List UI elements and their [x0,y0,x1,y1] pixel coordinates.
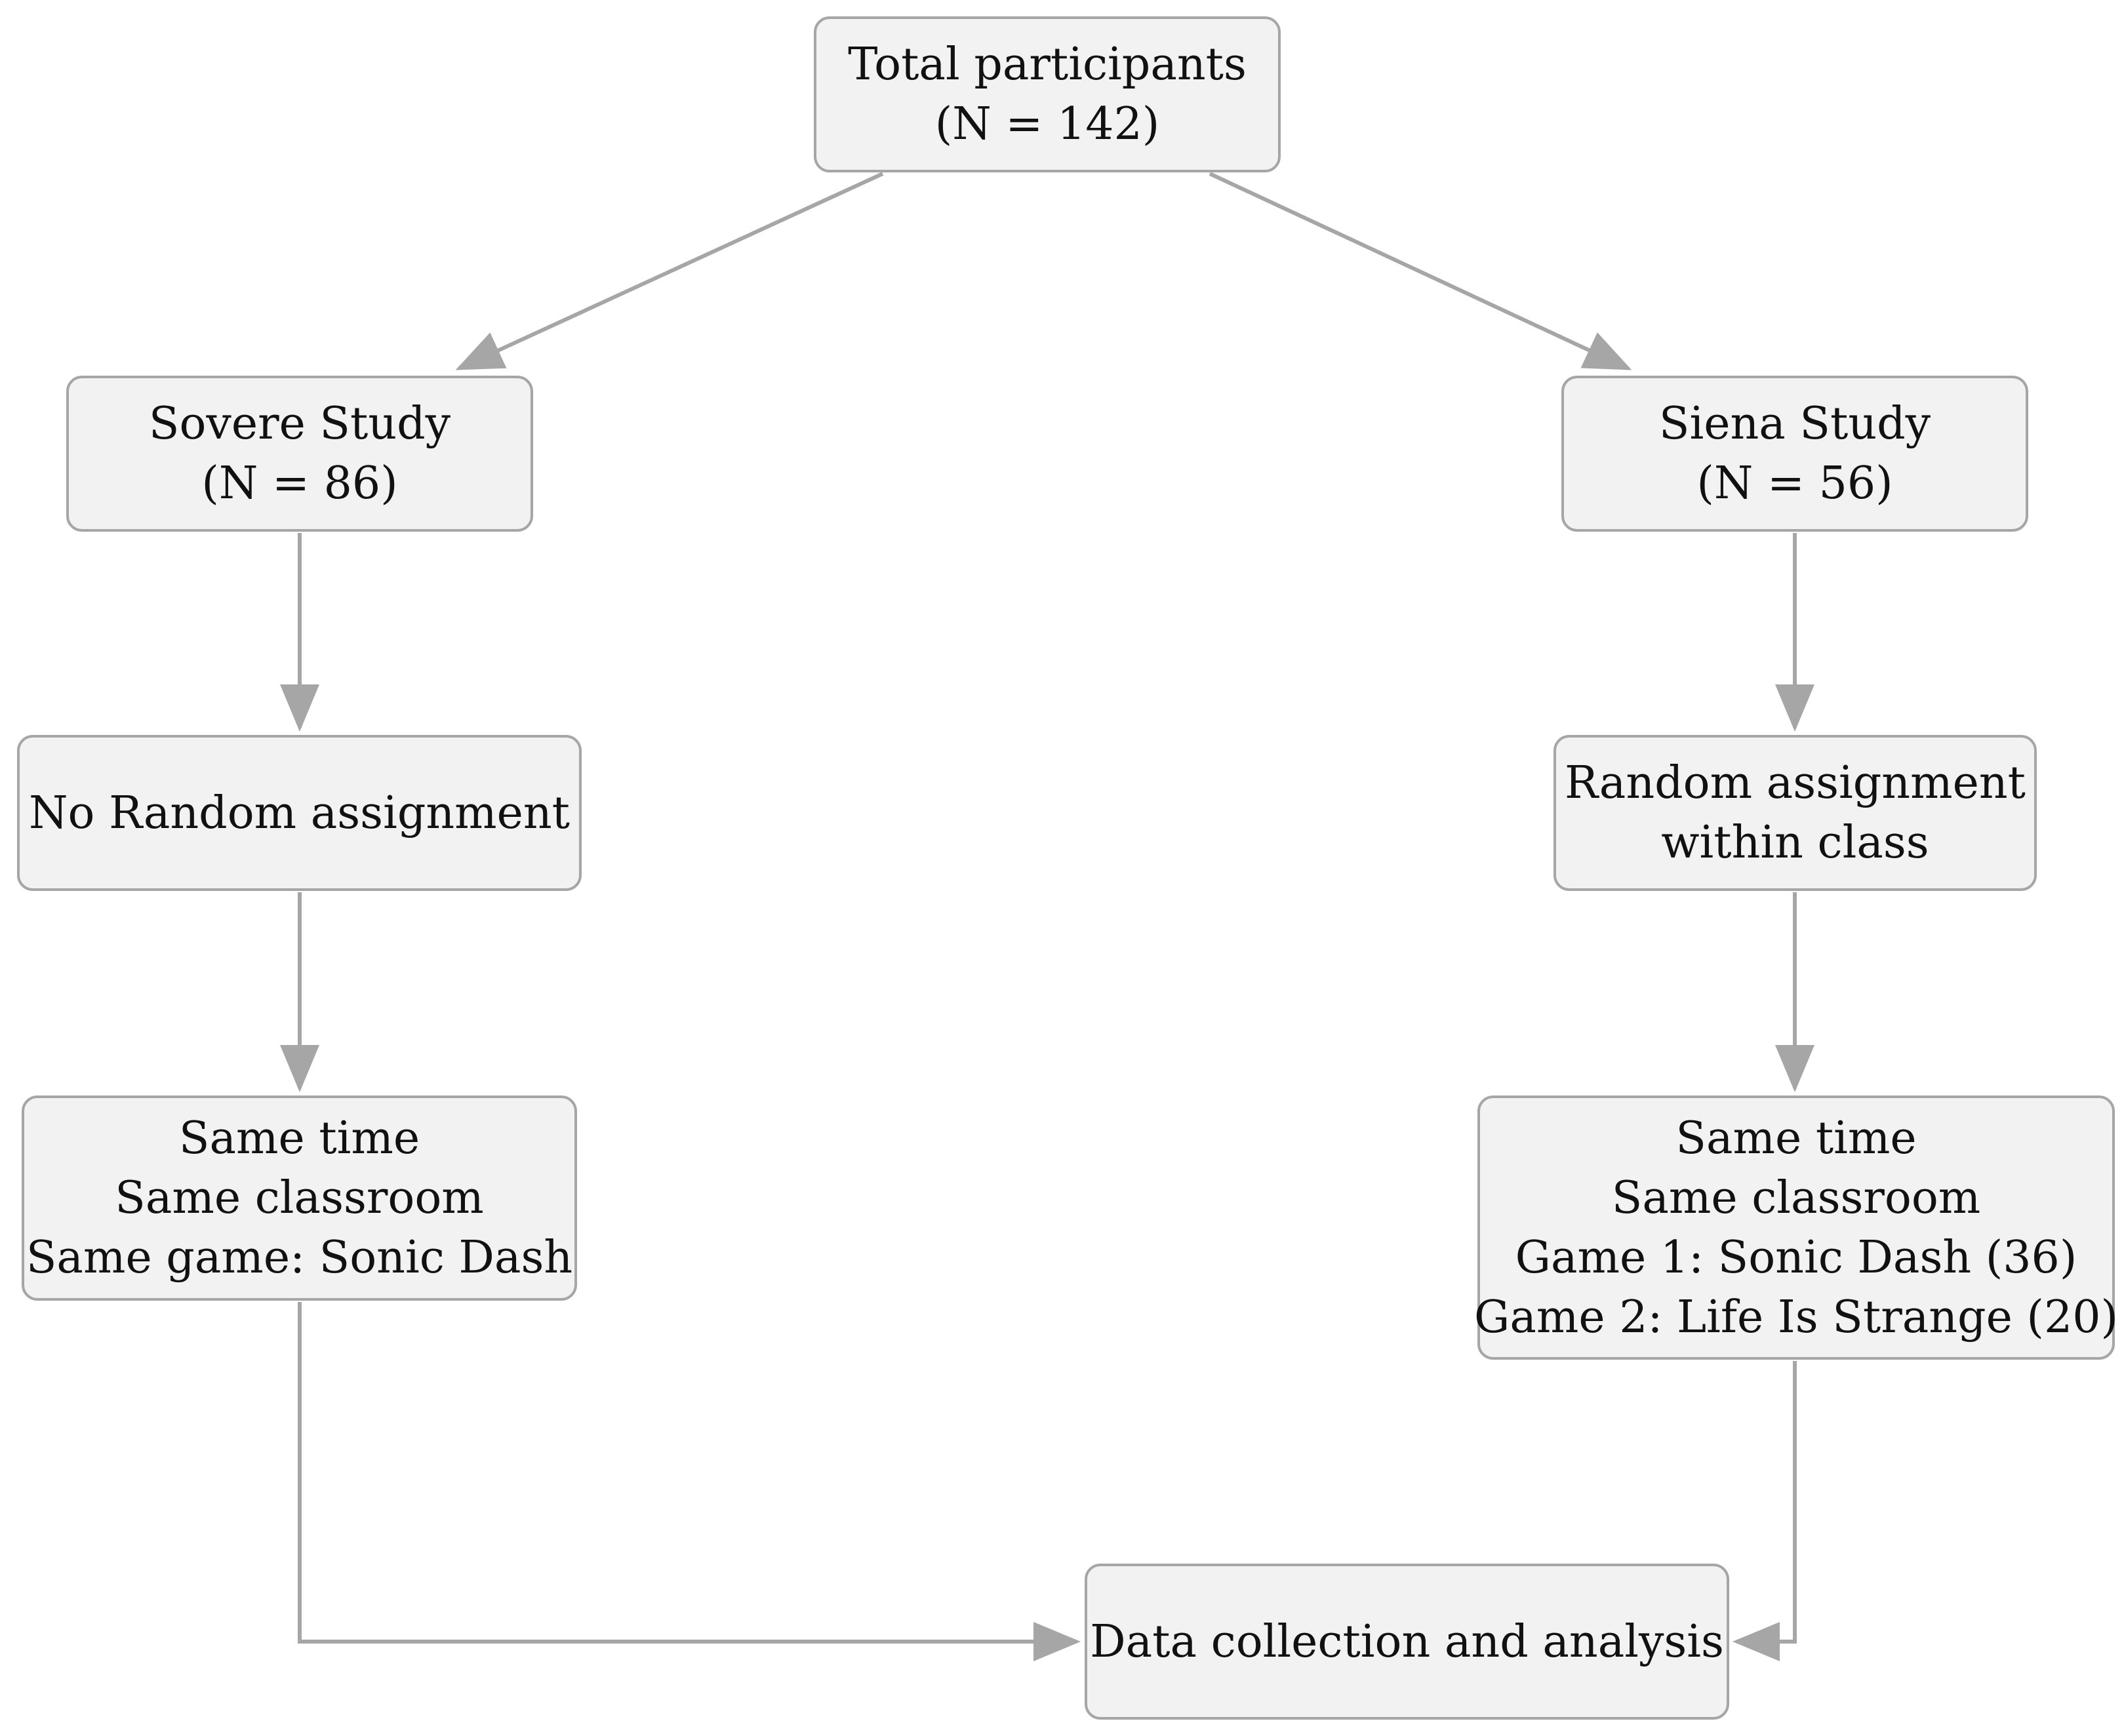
node-siena-conditions: Same time Same classroom Game 1: Sonic D… [1474,1095,2119,1360]
node-text-line: Game 1: Sonic Dash (36) [1515,1231,2077,1284]
node-text-line: Sovere Study [148,398,451,450]
node-text-line: Same classroom [115,1172,484,1224]
node-text-line: (N = 86) [201,458,398,509]
node-text-line: (N = 56) [1696,458,1893,509]
node-text-line: Same time [178,1113,420,1164]
node-siena-study: Siena Study (N = 56) [1561,376,2028,532]
edge-siena-conditions-to-data [1733,1361,1797,1661]
node-total-participants: Total participants (N = 142) [814,16,1281,172]
node-text-line: Total participants [848,39,1247,90]
edge-total-to-sovere [455,172,884,370]
node-sovere-conditions: Same time Same classroom Same game: Soni… [22,1095,577,1301]
node-random-assignment: Random assignment within class [1553,735,2037,891]
node-text-line: Same time [1675,1112,1917,1164]
node-text-line: within class [1661,817,1929,869]
node-text-line: (N = 142) [934,98,1160,150]
node-data-collection: Data collection and analysis [1085,1564,1729,1720]
node-text-line: No Random assignment [29,787,570,839]
node-text-line: Same classroom [1611,1172,1981,1224]
node-text-line: Game 2: Life Is Strange (20) [1474,1291,2119,1343]
node-text-line: Data collection and analysis [1090,1615,1724,1668]
edge-sovere-conditions-to-data [298,1302,1081,1661]
node-no-random-assignment: No Random assignment [17,735,582,891]
node-sovere-study: Sovere Study (N = 86) [66,376,533,532]
node-text-line: Random assignment [1565,757,2026,809]
node-text-line: Same game: Sonic Dash [26,1232,573,1284]
node-text-line: Siena Study [1658,398,1931,450]
edge-total-to-siena [1209,172,1632,370]
